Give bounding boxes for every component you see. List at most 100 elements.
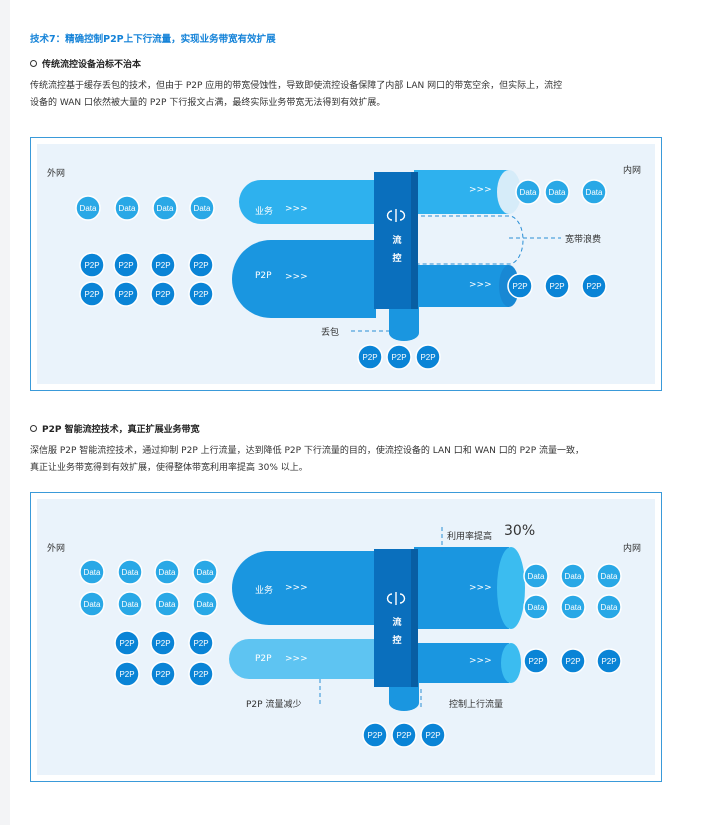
p2p-packet-token: P2P (415, 344, 441, 370)
token-label: P2P (119, 670, 134, 679)
p2p-packet-token: P2P (544, 273, 570, 299)
paragraph-line: 传统流控基于缓存丢包的技术，但由于 P2P 应用的带宽侵蚀性，导致即使流控设备保… (30, 81, 563, 91)
token-label: Data (159, 600, 176, 609)
data-packet-token: Data (544, 179, 570, 205)
p2p-packet-token: P2P (150, 661, 176, 687)
token-label: Data (197, 600, 214, 609)
data-packet-token: Data (75, 195, 101, 221)
p2p-packet-token: P2P (114, 661, 140, 687)
token-label: Data (565, 603, 582, 612)
business-out-arrows: >>> (469, 185, 492, 195)
token-label: P2P (118, 290, 133, 299)
p2p-packet-token: P2P (523, 648, 549, 674)
p2p-pipe-right (414, 265, 509, 307)
business-label: 业务 (255, 586, 274, 596)
utilization-label: 利用率提高 (447, 532, 493, 542)
data-packet-token: Data (114, 195, 140, 221)
p2p-pipe-end (501, 643, 521, 683)
token-label: P2P (549, 282, 564, 291)
token-label: P2P (512, 282, 527, 291)
token-label: P2P (119, 639, 134, 648)
flow-control-icon (386, 592, 406, 605)
p2p-packet-token: P2P (114, 630, 140, 656)
p2p-packet-token: P2P (188, 281, 214, 307)
p2p-pipe-left (232, 240, 376, 318)
token-label: Data (119, 204, 136, 213)
p2p-pipe-left (229, 639, 376, 679)
circle-bullet-icon (30, 425, 37, 432)
p2p-packet-token: P2P (581, 273, 607, 299)
business-pipe-right (414, 547, 509, 629)
p2p-label: P2P (255, 271, 272, 281)
controller-shade (411, 172, 418, 309)
drop-pipe-end (389, 325, 419, 341)
p2p-packet-token: P2P (362, 722, 388, 748)
business-arrows: >>> (285, 204, 308, 214)
p2p-packet-token: P2P (150, 630, 176, 656)
p2p-packet-token: P2P (560, 648, 586, 674)
section1-paragraph: 传统流控基于缓存丢包的技术，但由于 P2P 应用的带宽侵蚀性，导致即使流控设备保… (30, 78, 670, 112)
data-packet-token: Data (189, 195, 215, 221)
token-label: Data (122, 568, 139, 577)
p2p-arrows: >>> (285, 654, 308, 664)
data-packet-token: Data (117, 591, 143, 617)
business-pipe-right (414, 170, 509, 214)
token-label: P2P (155, 670, 170, 679)
data-packet-token: Data (523, 594, 549, 620)
token-label: Data (159, 568, 176, 577)
data-packet-token: Data (117, 559, 143, 585)
token-label: P2P (84, 261, 99, 270)
data-packet-token: Data (152, 195, 178, 221)
data-packet-token: Data (192, 591, 218, 617)
p2p-packet-token: P2P (357, 344, 383, 370)
data-packet-token: Data (596, 594, 622, 620)
business-label: 业务 (255, 207, 274, 217)
p2p-packet-token: P2P (113, 281, 139, 307)
p2p-packet-token: P2P (79, 281, 105, 307)
business-pipe-left (239, 180, 376, 224)
token-label: P2P (396, 731, 411, 740)
drop-pipe-end (389, 695, 419, 711)
section2-paragraph: 深信服 P2P 智能流控技术，通过抑制 P2P 上行流量，达到降低 P2P 下行… (30, 443, 670, 477)
p2p-packet-token: P2P (150, 281, 176, 307)
data-packet-token: Data (192, 559, 218, 585)
wan-label: 外网 (47, 544, 66, 554)
p2p-packet-token: P2P (420, 722, 446, 748)
business-arrows: >>> (285, 583, 308, 593)
p2p-packet-token: P2P (507, 273, 533, 299)
page-margin-bar (0, 0, 10, 825)
bandwidth-waste-label: 宽带浪费 (565, 235, 602, 245)
p2p-packet-token: P2P (188, 252, 214, 278)
data-packet-token: Data (560, 594, 586, 620)
token-label: Data (601, 572, 618, 581)
p2p-packet-token: P2P (79, 252, 105, 278)
token-label: P2P (367, 731, 382, 740)
token-label: Data (80, 204, 97, 213)
token-label: P2P (155, 261, 170, 270)
token-label: P2P (528, 657, 543, 666)
token-label: P2P (586, 282, 601, 291)
lan-label: 内网 (623, 166, 642, 176)
p2p-packet-token: P2P (188, 661, 214, 687)
p2p-packet-token: P2P (188, 630, 214, 656)
data-packet-token: Data (515, 179, 541, 205)
flow-controller (374, 172, 418, 309)
token-label: P2P (565, 657, 580, 666)
p2p-packet-token: P2P (391, 722, 417, 748)
controller-label: 流控 (392, 618, 402, 646)
token-label: P2P (193, 670, 208, 679)
business-out-arrows: >>> (469, 583, 492, 593)
data-packet-token: Data (79, 591, 105, 617)
circle-bullet-icon (30, 60, 37, 67)
token-label: P2P (155, 290, 170, 299)
section-heading: 技术7：精确控制P2P上下行流量，实现业务带宽有效扩展 (30, 34, 276, 45)
data-packet-token: Data (154, 559, 180, 585)
p2p-reduce-label: P2P 流量减少 (246, 700, 302, 710)
section1-title: 传统流控设备治标不治本 (30, 57, 141, 70)
token-label: Data (528, 572, 545, 581)
p2p-out-arrows: >>> (469, 280, 492, 290)
token-label: P2P (425, 731, 440, 740)
paragraph-line: 真正让业务带宽得到有效扩展，使得整体带宽利用率提高 30% 以上。 (30, 463, 308, 473)
